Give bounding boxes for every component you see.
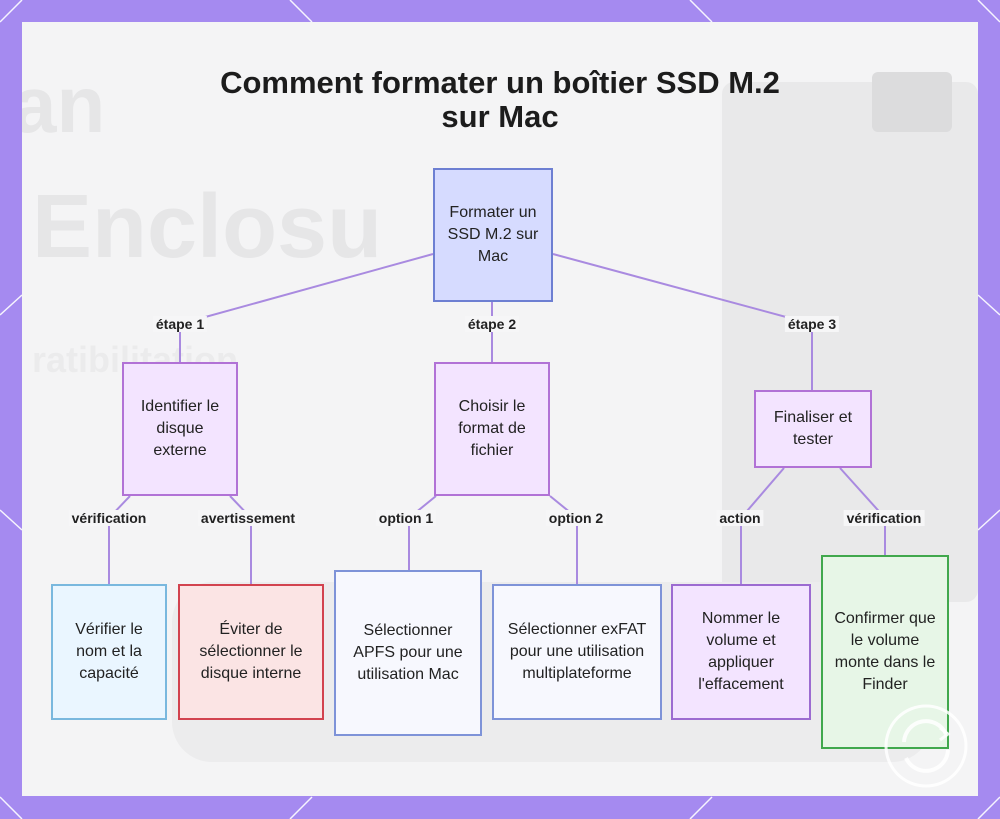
title-line-1: Comment formater un boîtier SSD M.2 xyxy=(220,65,780,100)
step3-node: Finaliser et tester xyxy=(754,390,872,468)
step3-node-text: Finaliser et tester xyxy=(773,409,853,448)
step2-node: Choisir le format de fichier xyxy=(434,362,550,496)
leaf-verify-name-text: Vérifier le nom et la capacité xyxy=(75,621,143,682)
leaf-apfs-text: Sélectionner APFS pour une utilisation M… xyxy=(353,622,463,683)
leaf-confirm-finder: Confirmer que le volume monte dans le Fi… xyxy=(821,555,949,749)
edge-label-warning: avertissement xyxy=(197,510,299,526)
leaf-exfat: Sélectionner exFAT pour une utilisation … xyxy=(492,584,662,720)
diagram-panel: an Enclosu ratibilitation Comment format… xyxy=(22,22,978,796)
leaf-avoid-internal-text: Éviter de sélectionner le disque interne xyxy=(199,621,303,682)
leaf-name-volume-text: Nommer le volume et appliquer l'effaceme… xyxy=(698,610,784,693)
step2-node-text: Choisir le format de fichier xyxy=(458,398,526,459)
edge-label-option1: option 1 xyxy=(375,510,437,526)
edge-label-option2: option 2 xyxy=(545,510,607,526)
step1-node-text: Identifier le disque externe xyxy=(140,398,220,459)
root-node: Formater un SSD M.2 sur Mac xyxy=(433,168,553,302)
edge-label-verification-1: vérification xyxy=(68,510,150,526)
leaf-exfat-text: Sélectionner exFAT pour une utilisation … xyxy=(507,621,647,682)
diagram-title: Comment formater un boîtier SSD M.2 sur … xyxy=(22,66,978,134)
edge-label-step2: étape 2 xyxy=(464,316,520,332)
svg-text:Enclosu: Enclosu xyxy=(32,177,382,277)
edge-label-action: action xyxy=(716,510,764,526)
svg-text:an: an xyxy=(22,60,105,149)
edge-label-step1: étape 1 xyxy=(152,316,208,332)
leaf-confirm-finder-text: Confirmer que le volume monte dans le Fi… xyxy=(834,610,936,693)
title-line-2: sur Mac xyxy=(441,99,559,134)
watermark-logo-icon xyxy=(884,704,968,788)
edge-label-step3: étape 3 xyxy=(784,316,840,332)
step1-node: Identifier le disque externe xyxy=(122,362,238,496)
leaf-name-volume: Nommer le volume et appliquer l'effaceme… xyxy=(671,584,811,720)
leaf-apfs: Sélectionner APFS pour une utilisation M… xyxy=(334,570,482,736)
root-node-text: Formater un SSD M.2 sur Mac xyxy=(447,204,539,265)
edge-label-verification-2: vérification xyxy=(843,510,925,526)
leaf-verify-name: Vérifier le nom et la capacité xyxy=(51,584,167,720)
leaf-avoid-internal: Éviter de sélectionner le disque interne xyxy=(178,584,324,720)
